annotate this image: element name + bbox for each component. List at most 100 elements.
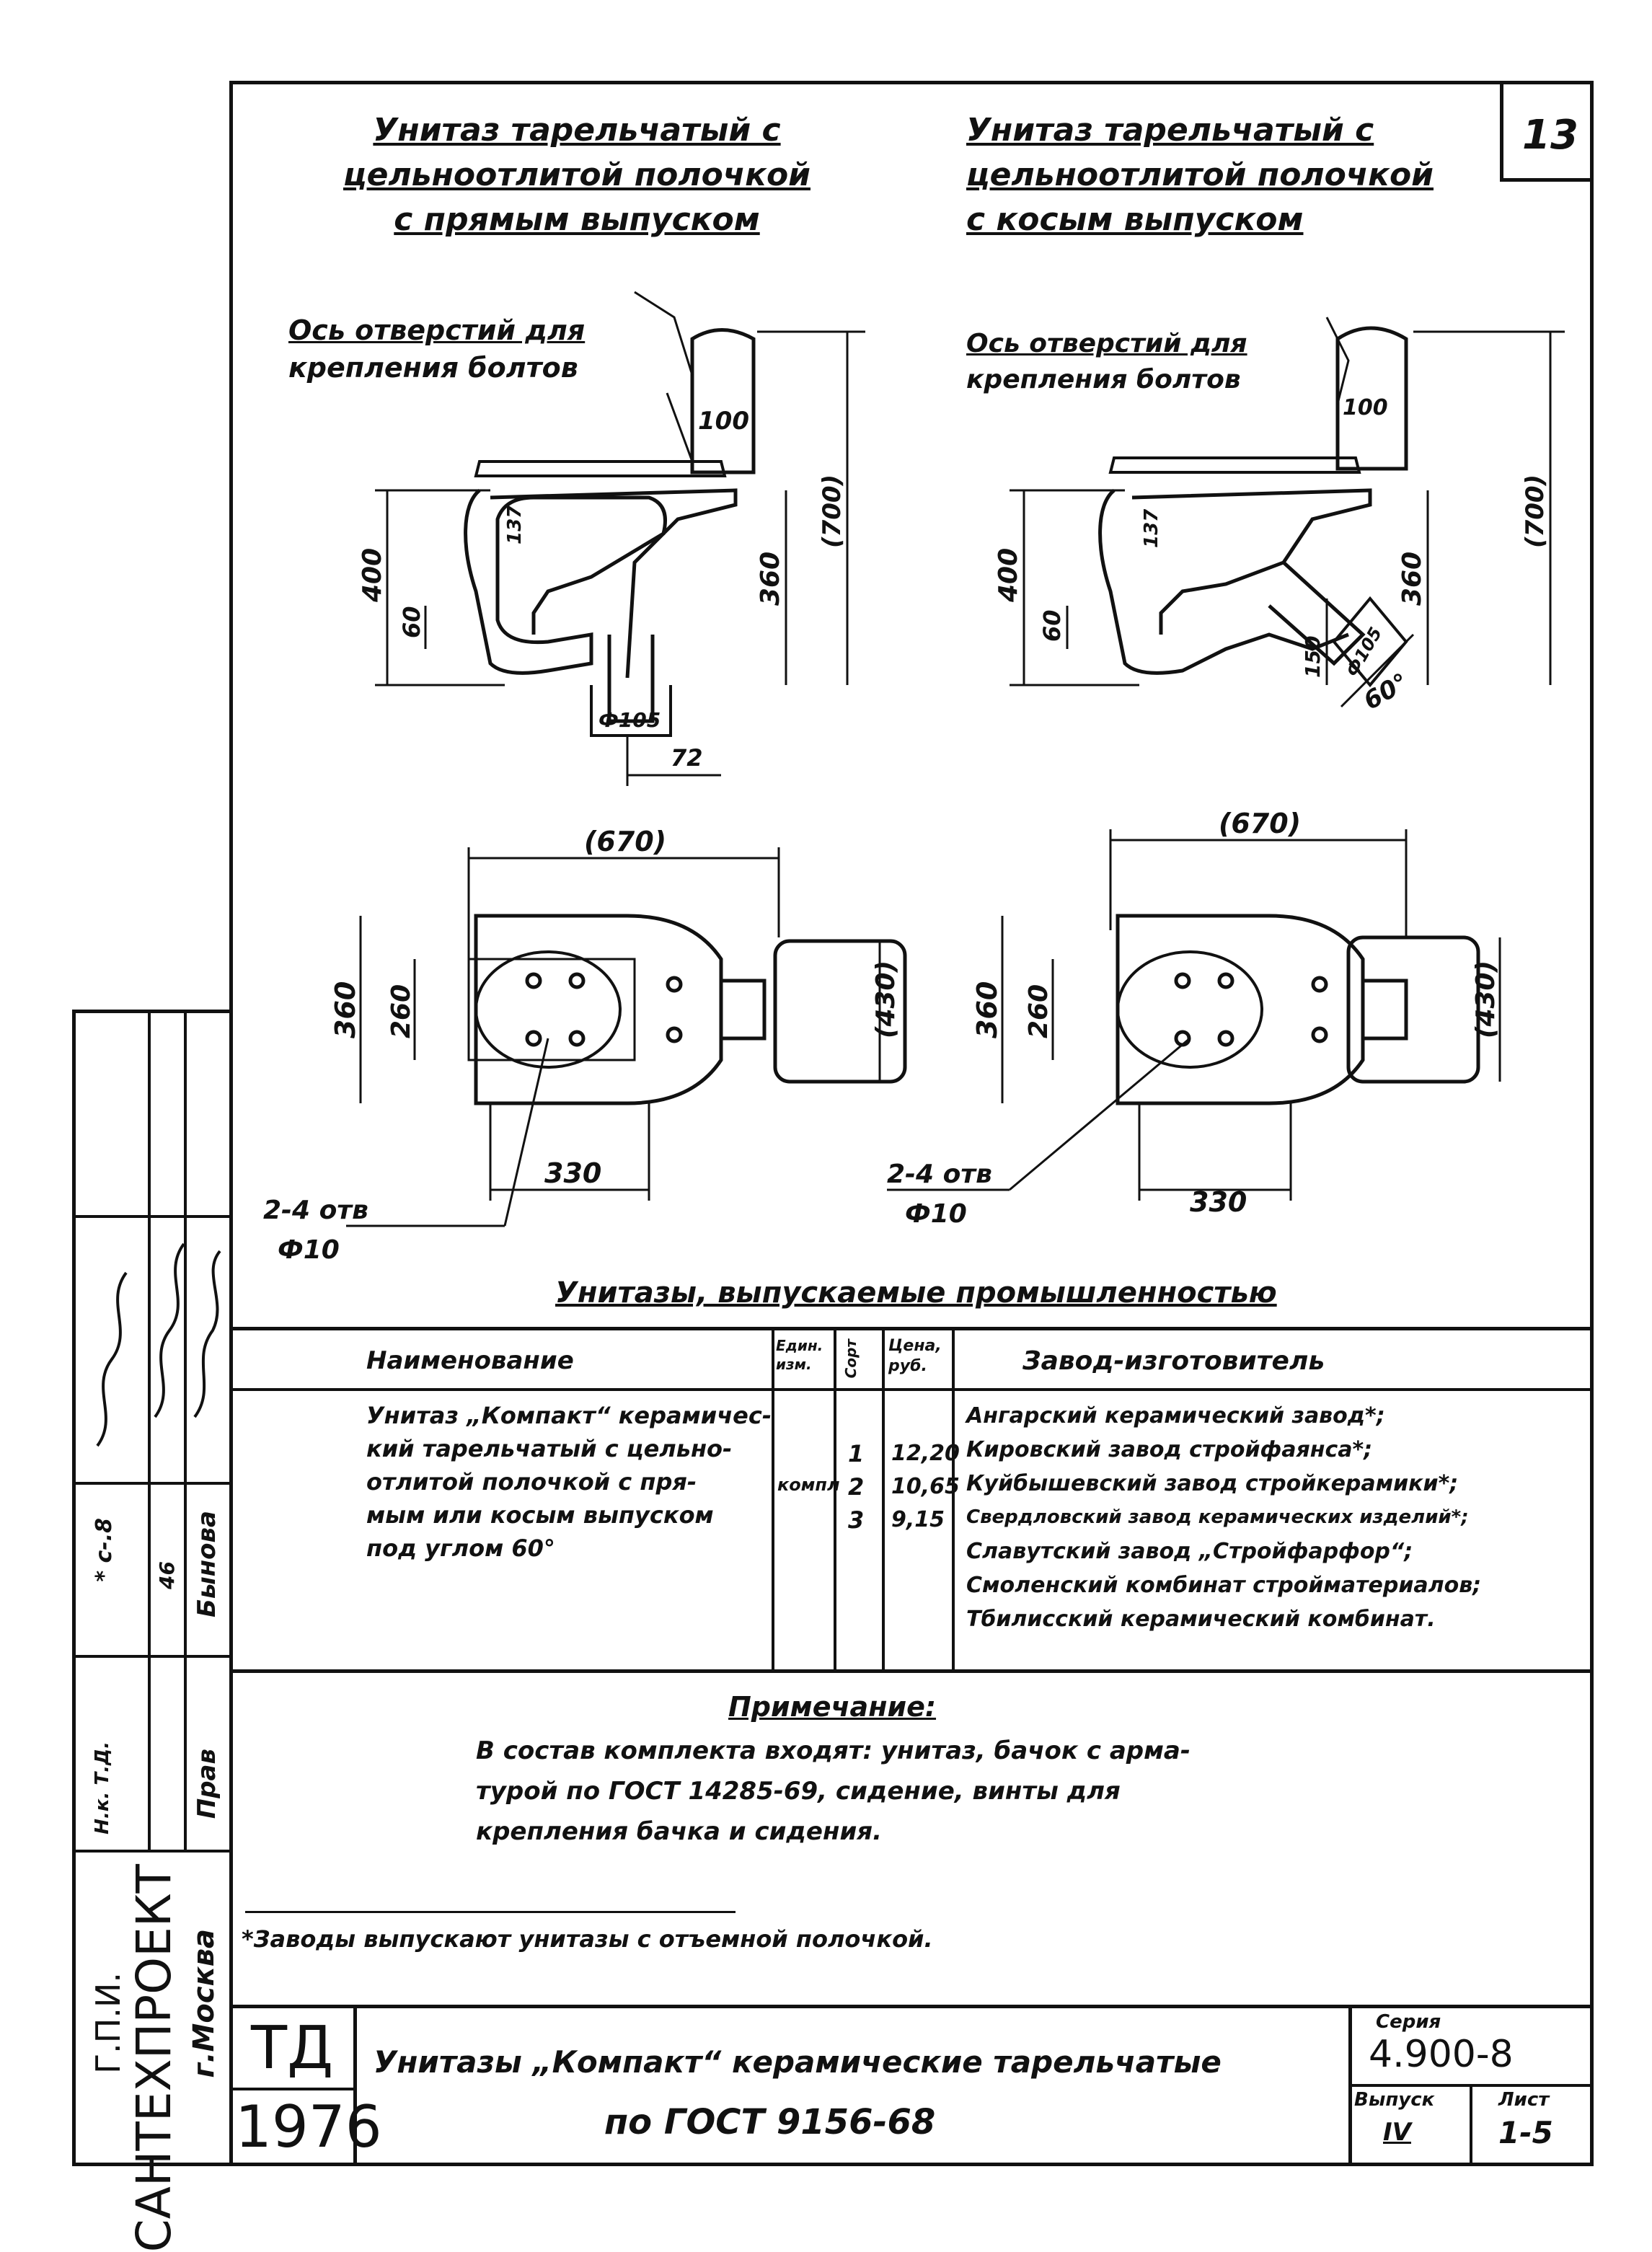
- note-line1: В состав комплекта входят: унитаз, бачок…: [476, 1736, 1191, 1765]
- table-caption: Унитазы, выпускаемые промышленностью: [555, 1276, 1277, 1310]
- right-title: Унитаз тарельчатый с цельноотлитой полоч…: [966, 108, 1485, 242]
- side-city: г.Москва: [187, 1929, 221, 2078]
- left-dim-670: (670): [584, 826, 666, 857]
- side-stamp: Г.П.И. САНТЕХПРОЕКТ г.Москва Прав Бынова…: [72, 1010, 229, 2252]
- left-title-line2: цельноотлитой полочкой: [343, 156, 810, 193]
- prices: 12,20 10,65 9,15: [891, 1437, 960, 1537]
- right-dim-400: 400: [994, 548, 1023, 603]
- note-line2: турой по ГОСТ 14285-69, сидение, винты д…: [476, 1777, 1121, 1806]
- left-title-line1: Унитаз тарельчатый с: [373, 112, 781, 149]
- left-plan-view: [346, 847, 907, 1227]
- sheet-number: 13: [1522, 112, 1578, 159]
- header-plant: Завод-изготовитель: [1022, 1346, 1325, 1376]
- right-dim-330: 330: [1190, 1186, 1247, 1218]
- left-dim-d105: Ф105: [598, 708, 661, 732]
- grade-1: 1: [848, 1440, 865, 1467]
- right-holes-diameter: Ф10: [905, 1199, 967, 1229]
- product-name-line2: кий тарельчатый с цельно-: [366, 1435, 733, 1462]
- plant-1: Ангарский керамический завод*;: [966, 1403, 1385, 1429]
- right-holes-count: 2-4 отв: [887, 1160, 992, 1189]
- drawing-frame: [229, 81, 1594, 2166]
- unit-value: компл: [777, 1475, 840, 1495]
- right-title-line2: цельноотлитой полочкой: [966, 156, 1434, 193]
- right-dim-60: 60: [1038, 609, 1066, 642]
- product-name-line1: Унитаз „Компакт“ керамичес-: [366, 1402, 772, 1429]
- right-dim-430: (430): [1471, 961, 1501, 1038]
- header-grade: Сорт: [842, 1339, 874, 1382]
- stamp-td: ТД: [251, 2014, 334, 2083]
- left-dim-137: 137: [504, 505, 526, 544]
- product-name-line3: отлитой полочкой с пря-: [366, 1468, 697, 1496]
- left-bolt-axis-label: Ось отверстий для крепления болтов: [288, 312, 585, 387]
- footnote: *Заводы выпускают унитазы с отъемной пол…: [242, 1925, 933, 1953]
- stamp-title-line2: по ГОСТ 9156-68: [604, 2102, 936, 2142]
- right-dim-360-plan: 360: [971, 981, 1003, 1038]
- plant-2: Кировский завод стройфаянса*;: [966, 1437, 1373, 1462]
- plant-7: Тбилисский керамический комбинат.: [966, 1607, 1436, 1632]
- side-code-2: * с-.8: [92, 1518, 117, 1582]
- grade-2: 2: [848, 1473, 865, 1501]
- side-org1: Г.П.И.: [89, 1972, 128, 2074]
- note-line3: крепления бачка и сидения.: [476, 1817, 883, 1846]
- stamp-sheet: 1-5: [1498, 2115, 1553, 2150]
- plant-4: Свердловский завод керамических изделий*…: [966, 1506, 1469, 1528]
- stamp-series: 4.900-8: [1369, 2033, 1514, 2076]
- note-body: В состав комплекта входят: унитаз, бачок…: [476, 1731, 1191, 1852]
- right-dim-137: 137: [1141, 508, 1162, 548]
- right-dim-670: (670): [1219, 808, 1301, 839]
- note-title: Примечание:: [728, 1691, 937, 1723]
- plants-list: Ангарский керамический завод*; Кировский…: [966, 1399, 1481, 1636]
- right-title-line1: Унитаз тарельчатый с: [966, 112, 1374, 149]
- left-bolt-axis-line1: Ось отверстий для: [288, 314, 586, 346]
- side-signatures: [96, 1242, 221, 1447]
- product-name-line4: мым или косым выпуском: [366, 1501, 714, 1529]
- left-holes-count: 2-4 отв: [263, 1196, 368, 1225]
- left-dim-360-plan: 360: [330, 981, 361, 1038]
- right-bolt-axis-label: Ось отверстий для крепления болтов: [966, 326, 1247, 398]
- left-dim-400: 400: [358, 548, 387, 603]
- left-dim-330: 330: [544, 1157, 601, 1189]
- side-org-box: Г.П.И. САНТЕХПРОЕКТ г.Москва: [83, 1864, 227, 2252]
- footnote-rule: [245, 1911, 736, 1913]
- plant-5: Славутский завод „Стройфарфор“;: [966, 1539, 1413, 1564]
- plant-3: Куйбышевский завод стройкерамики*;: [966, 1471, 1459, 1496]
- grade-3: 3: [848, 1506, 865, 1534]
- right-side-elevation: [1010, 317, 1565, 708]
- product-name: Унитаз „Компакт“ керамичес- кий тарельча…: [366, 1399, 772, 1565]
- right-title-line3: с косым выпуском: [966, 201, 1304, 238]
- stamp-year: 1976: [235, 2093, 382, 2160]
- header-name: Наименование: [366, 1346, 574, 1375]
- stamp-issue-label: Выпуск: [1354, 2089, 1435, 2111]
- right-dim-260: 260: [1024, 984, 1054, 1038]
- right-dim-d105: Ф105: [1342, 624, 1386, 680]
- header-price: Цена, руб.: [888, 1337, 942, 1375]
- plants-table: Наименование Един. изм. Сорт Цена, руб. …: [229, 1327, 1594, 1673]
- stamp-series-label: Серия: [1376, 2011, 1441, 2033]
- left-holes-diameter: Ф10: [278, 1235, 340, 1265]
- left-dim-60: 60: [398, 606, 425, 638]
- price-2: 10,65: [891, 1474, 960, 1499]
- side-org2: САНТЕХПРОЕКТ: [126, 1864, 182, 2252]
- right-dim-100: 100: [1343, 395, 1388, 420]
- side-code-3: 46: [155, 1561, 179, 1589]
- right-dim-150: 150: [1301, 636, 1325, 678]
- product-name-line5: под углом 60°: [366, 1535, 555, 1562]
- stamp-issue: IV: [1383, 2118, 1411, 2147]
- left-dim-260: 260: [387, 984, 416, 1038]
- left-dim-430: (430): [871, 961, 901, 1038]
- right-dim-700: (700): [1521, 474, 1550, 548]
- side-role-prav: Прав: [193, 1749, 221, 1819]
- left-dim-360: 360: [756, 552, 785, 606]
- left-bolt-axis-line2: крепления болтов: [288, 352, 578, 384]
- right-dim-360: 360: [1397, 552, 1427, 606]
- left-title: Унитаз тарельчатый с цельноотлитой полоч…: [317, 108, 836, 242]
- stamp-sheet-label: Лист: [1498, 2089, 1550, 2111]
- plant-6: Смоленский комбинат стройматериалов;: [966, 1573, 1482, 1598]
- side-code-1: Н.к. Т.Д.: [92, 1741, 113, 1834]
- right-dim-60deg: 60°: [1359, 668, 1414, 716]
- left-dim-100: 100: [698, 407, 749, 436]
- left-dim-700: (700): [818, 474, 847, 548]
- header-grade-text: Сорт: [842, 1339, 860, 1379]
- title-stamp: ТД 1976 Унитазы „Компакт“ керамические т…: [229, 2005, 1594, 2166]
- sheet-number-box: 13: [1500, 81, 1594, 182]
